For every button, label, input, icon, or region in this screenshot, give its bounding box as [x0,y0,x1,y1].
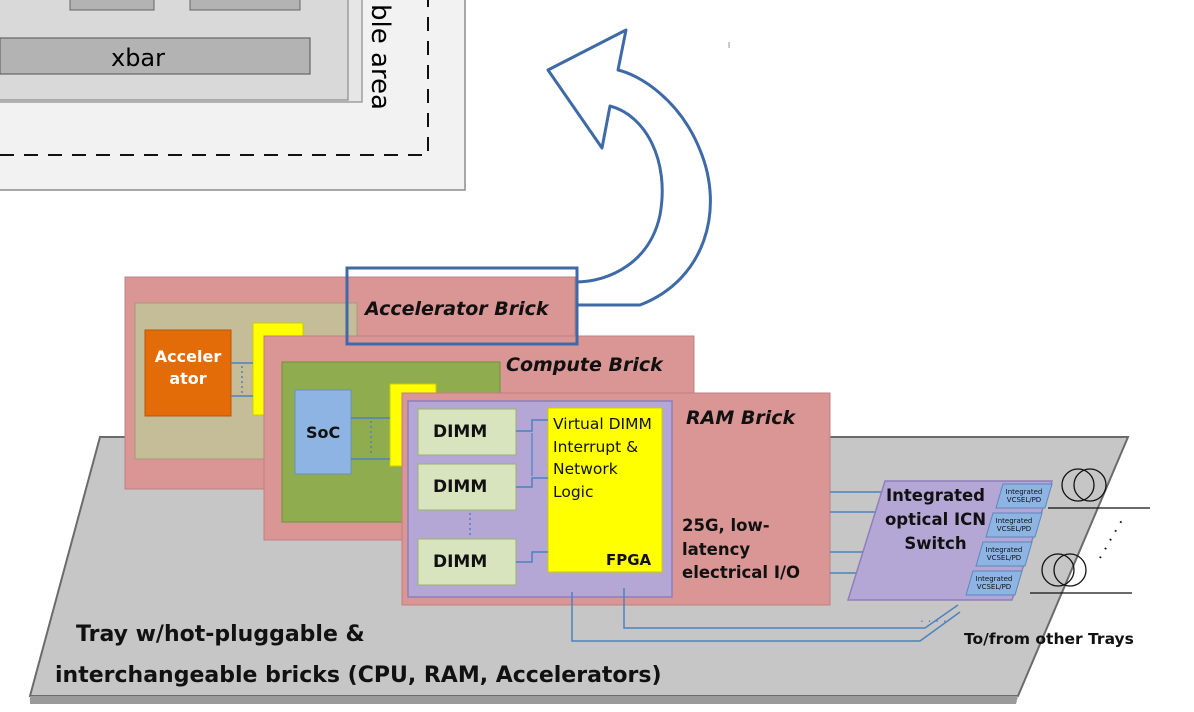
compute-brick-title: Compute Brick [506,354,663,376]
switch-body [846,480,1054,601]
fiber-coil-1b [1073,468,1107,502]
vcsel-1-label: Integrated VCSEL/PD [1005,488,1043,504]
top-module-1 [69,0,155,11]
accelerator-brick-title: Accelerator Brick [365,298,549,320]
optical-switch [846,480,1054,601]
fpga-description: Virtual DIMM Interrupt & Network Logic [553,415,652,501]
tray-caption-line2: interchangeable bricks (CPU, RAM, Accele… [55,663,662,688]
vcsel-4 [965,570,1023,596]
ram-brick-title: RAM Brick [686,407,796,429]
accelerator-chip [144,329,232,417]
reconfigurable-area-label: ble area [365,4,395,110]
curved-arrow [546,28,712,307]
dimm-2-label: DIMM [433,477,488,497]
accelerator-highlight [345,266,579,346]
dimm-1 [417,408,517,456]
dimm-link-1 [516,419,548,432]
switch-label: Integrated optical ICN Switch [884,486,987,553]
reconfigurable-area-border [0,0,429,156]
top-panel: xbar ble area [0,0,466,191]
other-trays-label: To/from other Trays [964,630,1134,648]
fpga-label: FPGA [606,551,652,569]
fiber-coil-2a [1041,553,1075,587]
accelerator-chip-label: Acceler ator [154,347,222,388]
top-module-2 [189,0,301,11]
vcsel-3 [975,541,1033,567]
tray-link-2 [623,588,959,629]
soc-chip [294,389,352,475]
io-label: 25G, low-latency electrical I/O [682,516,801,582]
brick-to-switch-links [571,491,961,642]
vcsel-1 [995,483,1053,509]
vcsel-2 [985,512,1043,538]
ram-fpga [547,407,663,573]
optical-fibers [1030,468,1150,594]
tray-link-dots: . . . . [920,611,947,625]
fiber-coil-1a [1061,468,1095,502]
fiber-coil-2b [1053,553,1087,587]
vcsel-4-label: Integrated VCSEL/PD [975,575,1013,591]
xbar-label: xbar [111,44,165,72]
vcsel-2-label: Integrated VCSEL/PD [995,517,1033,533]
xbar-box [0,37,311,75]
dimm-3-label: DIMM [433,552,488,572]
tray-caption-line1: Tray w/hot-pluggable & [76,622,365,647]
dimm-1-label: DIMM [433,422,488,442]
vcsel-3-label: Integrated VCSEL/PD [985,546,1023,562]
tray-link-1 [571,592,961,642]
dimm-link-3 [516,551,548,563]
dimm-3 [417,538,517,586]
soc-label: SoC [306,423,341,442]
tray-edge [30,696,1018,704]
ram-brick [401,392,831,606]
dimm-link-2 [516,477,548,488]
dimm-2 [417,463,517,511]
